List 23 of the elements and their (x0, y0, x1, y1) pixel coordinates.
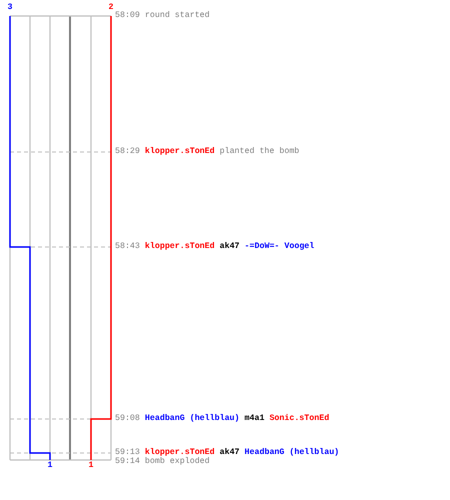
timestamp: 58:09 (115, 12, 140, 20)
player-name: klopper.sTonEd (144, 148, 215, 156)
weapon-name: ak47 (220, 449, 240, 457)
weapon-name: ak47 (220, 243, 240, 251)
timestamp: 58:29 (115, 148, 140, 156)
timestamp: 59:13 (115, 449, 140, 457)
timestamp: 58:43 (115, 243, 140, 251)
weapon-name: m4a1 (244, 415, 264, 423)
player-name: klopper.sTonEd (144, 243, 215, 251)
player-name: Sonic.sTonEd (269, 415, 330, 423)
player-name: HeadbanG (hellblau) (244, 449, 340, 457)
timestamp: 59:08 (115, 415, 140, 423)
event-text: bomb exploded (144, 458, 210, 466)
player-name: klopper.sTonEd (144, 449, 215, 457)
count-label: 2 (108, 4, 114, 12)
event-text: round started (144, 12, 210, 20)
timestamp: 59:14 (115, 458, 140, 466)
player-name: HeadbanG (hellblau) (144, 415, 240, 423)
player-name: -=DoW=- Voogel (244, 243, 314, 251)
count-label: 1 (88, 462, 94, 470)
count-label: 3 (8, 4, 12, 12)
count-label: 1 (48, 462, 52, 470)
event-text: planted the bomb (220, 148, 300, 156)
